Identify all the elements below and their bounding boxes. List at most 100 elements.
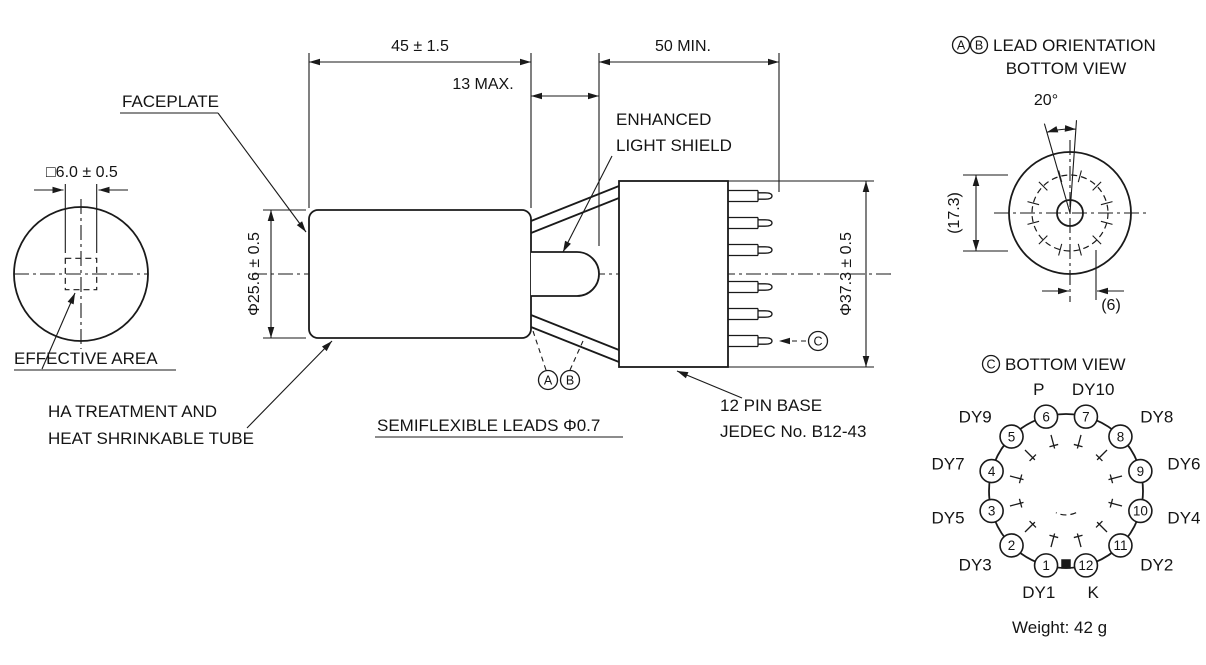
base-pin (728, 216, 773, 230)
pin-circle-9 (1128, 458, 1153, 484)
effective-area-dimension: □6.0 ± 0.5 (46, 164, 118, 181)
light-shield-leader (562, 155, 613, 253)
lead-mark (1076, 434, 1082, 449)
pin-circle-4 (979, 458, 1004, 484)
lead-position-tick (1027, 201, 1040, 206)
ha-treatment-leader (246, 340, 333, 429)
lead-position-tick (1058, 243, 1063, 256)
pin-number-2: 2 (1008, 538, 1016, 553)
inner-dashed-arc (1055, 512, 1077, 516)
lead-mark-bar (1029, 454, 1037, 462)
pin-number-4: 4 (988, 464, 996, 479)
lead-mark (1024, 521, 1036, 533)
faceplate-label: FACEPLATE (122, 92, 219, 111)
light-shield-leads (530, 185, 620, 363)
orientation-outline (1008, 151, 1132, 275)
effective-dim-extension-lines (64, 184, 98, 253)
base-pin (728, 280, 773, 294)
bottom-view-callout-c-circle (981, 354, 1001, 374)
pin-label-9: DY6 (1167, 454, 1200, 473)
pin-label-10: DY4 (1167, 509, 1200, 528)
base-pin (728, 243, 773, 257)
lead-position-tick (1100, 220, 1113, 225)
pin-circle-12 (1073, 553, 1099, 578)
pin-number-8: 8 (1117, 429, 1125, 444)
lead-position-tick (1092, 181, 1102, 191)
lead-mark (1096, 449, 1108, 461)
orientation-crosshairs (994, 140, 1147, 302)
callout-b-letter: B (566, 374, 574, 388)
lead-mark (1096, 521, 1108, 533)
pin-label-7: DY10 (1072, 380, 1115, 399)
weight-label: Weight: 42 g (1012, 618, 1107, 637)
lead-mark (1050, 434, 1056, 449)
lead-mark (1108, 475, 1123, 481)
lead-position-tick (1100, 201, 1113, 206)
pin-number-11: 11 (1113, 538, 1127, 553)
lead-mark (1009, 475, 1024, 481)
lead-position-ticks (1027, 170, 1113, 256)
pitch-dimension: (17.3) (946, 192, 963, 234)
title-callout-a-circle (951, 35, 971, 55)
pin-number-9: 9 (1137, 464, 1145, 479)
lead-position-tick (1092, 235, 1102, 245)
pin-label-12: K (1088, 583, 1100, 602)
pin-base-label-line2: JEDEC No. B12-43 (720, 422, 866, 441)
semiflexible-leads-label: SEMIFLEXIBLE LEADS Φ0.7 (377, 416, 600, 435)
bottom-view-title: BOTTOM VIEW (1005, 355, 1126, 374)
pin-circle-5 (999, 424, 1024, 449)
title-callout-b-circle (969, 35, 989, 55)
pin-circle-2 (999, 533, 1024, 558)
lead-mark-bar (1073, 534, 1083, 539)
pin-circle-10 (1128, 498, 1153, 524)
lead-mark-bar (1018, 474, 1023, 484)
lead-orientation-title: LEAD ORIENTATION (993, 36, 1156, 55)
side-view: 45 ± 1.5 13 MAX. 50 MIN. Φ25.6 ± 0.5 Φ37… (120, 38, 892, 441)
lead-mark-bar (1018, 498, 1023, 508)
pin-label-11: DY2 (1140, 556, 1173, 575)
callout-a-letter: A (544, 374, 553, 388)
title-callout-a-letter: A (957, 39, 966, 53)
body-diameter-dimension: Φ25.6 ± 0.5 (246, 232, 263, 316)
pitch-dim-extension-lines (963, 174, 1008, 252)
pin-label-6: P (1033, 380, 1044, 399)
callout-a-circle (537, 369, 559, 391)
base-pin (728, 189, 773, 203)
angle-dim-arc (1046, 125, 1076, 133)
title-callout-b-letter: B (975, 39, 983, 53)
pin-base-label-line1: 12 PIN BASE (720, 396, 822, 415)
pin-base-body (618, 180, 729, 368)
lead-pitch-circle (1031, 174, 1109, 252)
pin-number-10: 10 (1133, 504, 1148, 519)
lead-mark (1024, 449, 1036, 461)
light-shield-label-line1: ENHANCED (616, 110, 711, 129)
pin-number-12: 12 (1078, 558, 1093, 573)
lead-mark (1108, 501, 1123, 507)
pin-circle-3 (979, 498, 1004, 524)
center-hole (1056, 199, 1084, 227)
callout-c-circle (807, 330, 829, 352)
pin-label-2: DY3 (959, 556, 992, 575)
pin-label-4: DY7 (931, 454, 964, 473)
lead-mark (1076, 533, 1082, 548)
lead-length-dimension: 50 MIN. (655, 38, 711, 55)
pin-label-8: DY8 (1140, 407, 1173, 426)
effective-area-square (64, 257, 98, 291)
tube-stem (531, 251, 600, 297)
base-pin (728, 307, 773, 321)
length-dim-extension-lines (308, 53, 780, 246)
lead-mark-bar (1029, 520, 1037, 528)
pin-number-7: 7 (1082, 409, 1090, 424)
lead-mark-bar (1109, 474, 1114, 484)
pin-label-5: DY9 (959, 407, 992, 426)
pin-base-leader (676, 370, 743, 399)
lead-mark-bar (1109, 498, 1114, 508)
callout-a-leader (532, 330, 547, 371)
lead-position-tick (1027, 220, 1040, 225)
pin-circle-7 (1073, 404, 1099, 429)
pin-circle-1 (1033, 553, 1059, 578)
